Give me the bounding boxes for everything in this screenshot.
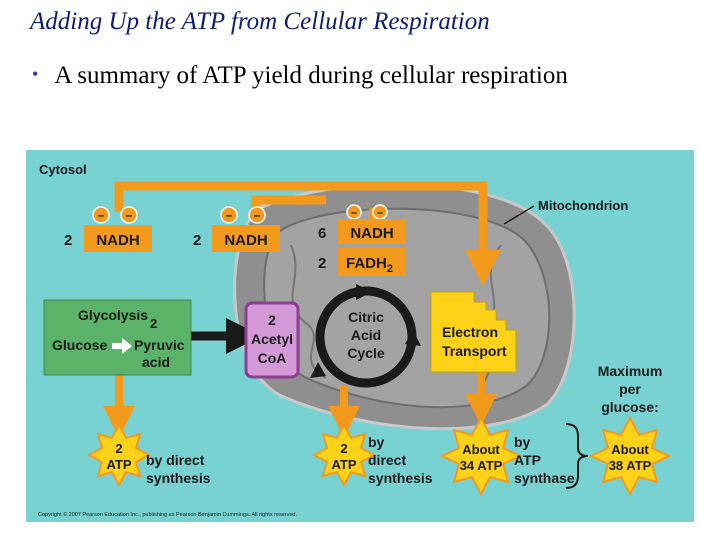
nadh-count: 2 [193, 232, 201, 249]
atp-count: 2 [340, 441, 347, 456]
svg-text:–: – [226, 208, 233, 222]
sum-bracket [565, 423, 589, 489]
atp-amount: 38 ATP [609, 458, 652, 473]
svg-text:per: per [619, 381, 641, 397]
bullet-icon: • [32, 64, 39, 84]
slide-title: Adding Up the ATP from Cellular Respirat… [30, 8, 490, 35]
electron-label: Electron [442, 324, 498, 340]
acid-label: acid [142, 354, 170, 370]
glycolysis-box: Glycolysis 2 Glucose Pyruvic acid [43, 299, 192, 376]
bullet-item: • A summary of ATP yield during cellular … [32, 62, 568, 90]
nadh-carrier-1: – – 2 NADH [64, 206, 152, 252]
atp-about: About [611, 442, 649, 457]
starburst-icon [588, 415, 672, 497]
acid-cycle-label: Acid [351, 327, 381, 343]
fadh2-subscript: 2 [387, 263, 393, 275]
starburst-icon [439, 415, 523, 497]
electron-transport-box: Electron Transport [430, 291, 517, 373]
glucose-label: Glucose [52, 337, 107, 353]
svg-text:–: – [377, 207, 383, 219]
transport-label: Transport [442, 343, 507, 359]
atp-caption: by [368, 434, 385, 450]
atp-about: About [462, 442, 500, 457]
atp-caption: by [514, 434, 531, 450]
svg-text:FADH2: FADH2 [346, 255, 393, 275]
atp-caption: synthase [514, 470, 575, 486]
electron-icon [120, 206, 138, 224]
nadh-label: NADH [224, 232, 267, 249]
atp-caption: synthesis [368, 470, 433, 486]
fadh2-carrier: 2 FADH2 [318, 248, 406, 276]
atp-starburst-4: About 38 ATP [588, 415, 672, 497]
svg-text:–: – [98, 208, 105, 222]
atp-label: ATP [331, 457, 356, 472]
citric-acid-cycle: Citric Acid Cycle [310, 284, 421, 388]
electron-icon [92, 206, 110, 224]
atp-count: 2 [115, 441, 122, 456]
nadh-carrier-3: – – 6 NADH [318, 204, 406, 244]
atp-caption: direct [368, 452, 406, 468]
atp-starburst-3: About 34 ATP by ATP synthase [439, 415, 575, 497]
bullet-text: A summary of ATP yield during cellular r… [54, 62, 568, 89]
fadh2-count: 2 [318, 255, 326, 272]
electron-icon [220, 206, 238, 224]
atp-label: ATP [106, 457, 131, 472]
electron-icon [248, 206, 266, 224]
glycolysis-sub2: 2 [150, 316, 157, 331]
atp-caption: synthesis [146, 470, 211, 486]
cytosol-label: Cytosol [39, 162, 87, 177]
nadh-label: NADH [96, 232, 139, 249]
starburst-icon [86, 422, 152, 488]
acetyl-label: Acetyl [251, 331, 293, 347]
pyruvic-label: Pyruvic [134, 337, 185, 353]
svg-text:–: – [126, 208, 133, 222]
glycolysis-title: Glycolysis [78, 307, 148, 323]
fadh2-label: FADH [346, 255, 387, 272]
mitochondrion-leader [503, 205, 535, 225]
nadh-count: 2 [64, 232, 72, 249]
maximum-label: Maximum per glucose: [598, 363, 663, 415]
nadh-carrier-2: – – 2 NADH [193, 206, 280, 252]
atp-amount: 34 ATP [460, 458, 503, 473]
atp-caption: ATP [514, 452, 541, 468]
cycle-label: Cycle [347, 345, 385, 361]
copyright-notice: Copyright © 2007 Pearson Education Inc.,… [38, 511, 297, 518]
svg-text:–: – [351, 207, 357, 219]
glucose-arrow-icon [112, 338, 132, 354]
atp-yield-figure: Cytosol Mitochondrion – – 2 NADH – – 2 N… [26, 150, 694, 522]
nadh-label: NADH [350, 225, 393, 242]
nadh-count: 6 [318, 225, 326, 242]
atp-starburst-1: 2 ATP by direct synthesis [86, 422, 211, 488]
atp-flow-arrows [103, 372, 497, 438]
svg-text:Maximum: Maximum [598, 363, 663, 379]
coa-label: CoA [258, 350, 287, 366]
svg-text:glucose:: glucose: [601, 399, 659, 415]
svg-text:–: – [254, 208, 261, 222]
mitochondrion-label: Mitochondrion [538, 198, 628, 213]
atp-caption: by direct [146, 452, 205, 468]
acetyl-coa-box: 2 Acetyl CoA [244, 301, 300, 379]
starburst-icon [311, 422, 377, 488]
citric-label: Citric [348, 309, 384, 325]
atp-starburst-2: 2 ATP by direct synthesis [311, 422, 433, 488]
acetyl-count: 2 [268, 312, 276, 328]
